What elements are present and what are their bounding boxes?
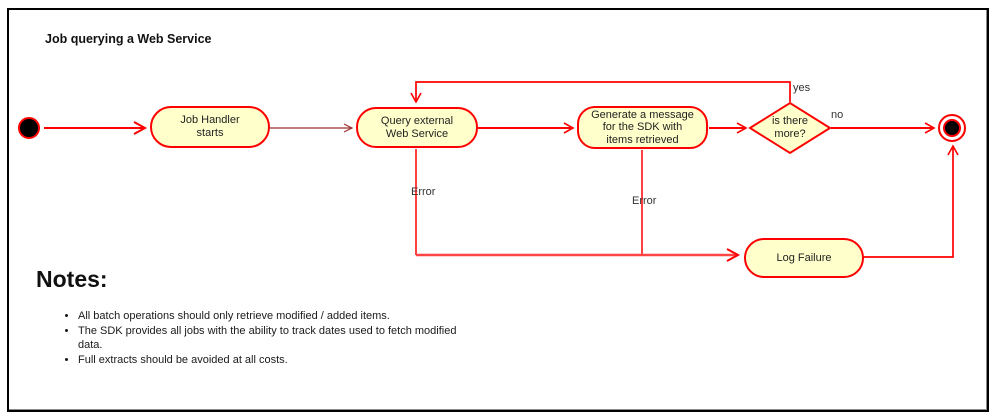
decision-node-label: is there more? xyxy=(771,115,809,140)
edge-decision-yes-loop xyxy=(410,81,791,104)
edge-label-yes: yes xyxy=(793,82,811,94)
initial-node[interactable] xyxy=(18,117,40,139)
activity-query-web-service[interactable]: Query external Web Service xyxy=(356,107,478,148)
activity-job-handler[interactable]: Job Handler starts xyxy=(150,106,270,148)
notes-heading: Notes: xyxy=(36,266,108,292)
notes-item: All batch operations should only retriev… xyxy=(78,309,468,324)
activity-generate-message-label: Generate a message for the SDK with item… xyxy=(591,108,694,146)
diagram-title: Job querying a Web Service xyxy=(45,32,212,46)
decision-node[interactable] xyxy=(748,101,832,155)
edge-label-error-query: Error xyxy=(411,186,436,198)
final-node[interactable] xyxy=(938,114,966,142)
diagram-frame xyxy=(7,8,989,412)
activity-query-web-service-label: Query external Web Service xyxy=(380,114,454,140)
notes-item: Full extracts should be avoided at all c… xyxy=(78,353,468,368)
edge-label-error-generate: Error xyxy=(632,195,657,207)
activity-job-handler-label: Job Handler starts xyxy=(180,114,240,139)
notes-list: All batch operations should only retriev… xyxy=(48,309,468,367)
final-node-inner-dot xyxy=(943,119,961,137)
edge-log-failure-to-end xyxy=(864,144,959,258)
activity-log-failure-label: Log Failure xyxy=(776,251,832,264)
edge-label-no: no xyxy=(831,109,844,121)
activity-generate-message[interactable]: Generate a message for the SDK with item… xyxy=(577,106,708,149)
activity-log-failure[interactable]: Log Failure xyxy=(744,238,864,278)
notes-item: The SDK provides all jobs with the abili… xyxy=(78,324,468,353)
